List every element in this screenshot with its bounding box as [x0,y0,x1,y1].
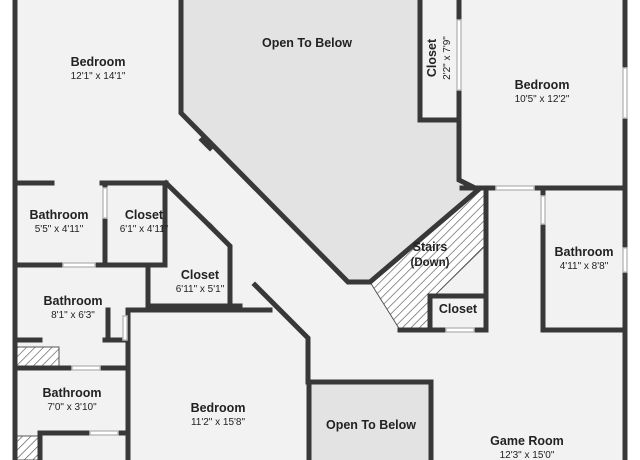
open-to-below-area-1 [181,0,478,282]
bedroom-2-dims: 10'5" x 12'2" [515,94,570,105]
game-room-name: Game Room [490,434,564,448]
room-labels: Bedroom 12'1" x 14'1" Open To Below Clos… [29,36,613,460]
bathroom-4-name: Bathroom [42,386,101,400]
bathroom-3-name: Bathroom [43,294,102,308]
bathroom-4-dims: 7'0" x 3'10" [47,402,97,413]
closet-2-dims: 6'11" x 5'1" [176,284,225,295]
bathroom-3-dims: 8'1" x 6'3" [51,310,95,321]
stairs-dims: (Down) [411,257,450,269]
open-to-below-area-2 [309,382,431,460]
bedroom-3-dims: 11'2" x 15'8" [191,417,246,428]
bedroom-1-name: Bedroom [71,55,126,69]
bedroom-1-dims: 12'1" x 14'1" [71,71,126,82]
closet-1-dims: 6'1" x 4'11" [120,224,169,235]
closet-2-name: Closet [181,268,220,282]
closet-vertical-name: Closet [425,38,439,77]
closet-1-name: Closet [125,208,164,222]
bedroom-3-name: Bedroom [191,401,246,415]
bedroom-2-name: Bedroom [515,78,570,92]
hatch-small-2 [16,435,40,460]
bathroom-1-dims: 5'5" x 4'11" [35,224,84,235]
open-to-below-1-name: Open To Below [262,36,352,50]
bathroom-1-name: Bathroom [29,208,88,222]
open-to-below-2-name: Open To Below [326,418,416,432]
stairs-name: Stairs [413,240,448,254]
doors [62,19,628,436]
closet-vertical-dims: 2'2" x 7'9" [442,36,453,80]
hatch-small-1 [16,346,60,368]
game-room-dims: 12'3" x 15'0" [500,450,555,460]
bathroom-2-name: Bathroom [554,245,613,259]
bathroom-2-dims: 4'11" x 8'8" [560,261,609,272]
closet-3-name: Closet [439,302,478,316]
